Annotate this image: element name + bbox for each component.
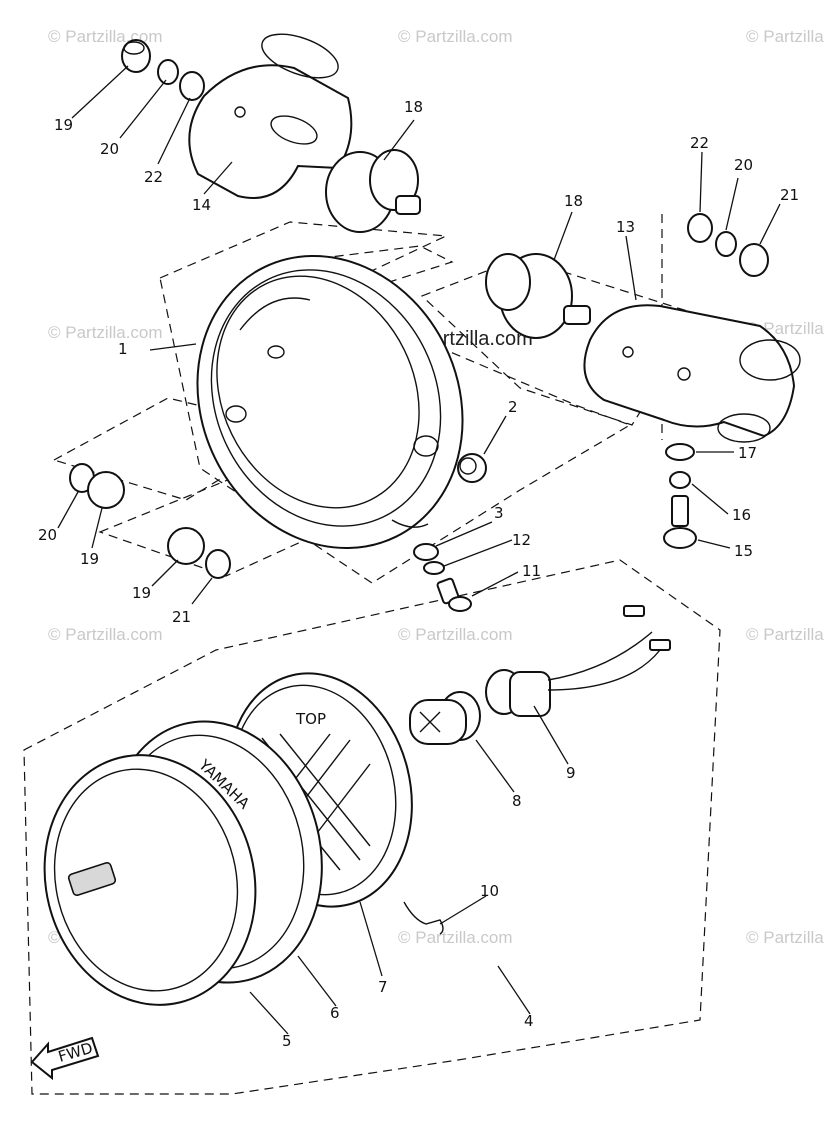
callout-2: 2 — [508, 398, 518, 416]
callout-18: 18 — [564, 192, 583, 210]
reflector-top-text: TOP — [295, 710, 326, 728]
fwd-arrow: FWD — [30, 1036, 100, 1081]
watermark: © Partzilla.com — [746, 27, 824, 46]
callout-6: 6 — [330, 1004, 340, 1022]
screw-assembly — [413, 543, 472, 612]
callout-1: 1 — [118, 340, 128, 358]
callout-3: 3 — [494, 504, 504, 522]
bracket-left — [188, 33, 353, 199]
callout-5: 5 — [282, 1032, 292, 1050]
spacer-part — [457, 453, 487, 483]
callout-20: 21 — [172, 608, 191, 626]
callout-15: 15 — [734, 542, 753, 560]
callout-17: 17 — [738, 444, 757, 462]
callout-8: 8 — [512, 792, 522, 810]
callout-18: 18 — [404, 98, 423, 116]
bracket-right — [583, 304, 801, 443]
cushion-top — [325, 149, 421, 233]
callout-7: 7 — [378, 978, 388, 996]
callout-11: 11 — [522, 562, 541, 580]
watermark: © Partzilla.com — [48, 323, 163, 342]
callout-14: 14 — [192, 196, 211, 214]
callout-19: 19 — [80, 550, 99, 568]
leader-lines — [57, 65, 781, 1035]
watermark: © Partzilla.com — [398, 27, 513, 46]
headlight-rim: YAMAHA — [43, 720, 323, 1006]
callout-20: 20 — [100, 140, 119, 158]
callout-20: 20 — [38, 526, 57, 544]
watermark: © Partzilla.com — [746, 625, 824, 644]
watermark: © Partzilla.com — [48, 625, 163, 644]
callout-22: 22 — [144, 168, 163, 186]
bulb-clip — [403, 901, 444, 935]
callout-21: 21 — [780, 186, 799, 204]
headlight-housing — [196, 254, 464, 550]
headlight-bulb — [409, 691, 481, 745]
callout-20: 20 — [734, 156, 753, 174]
watermark: © Partzilla.com — [398, 928, 513, 947]
watermark: © Partzilla.com — [746, 928, 824, 947]
spacer-set-left — [69, 463, 231, 579]
callout-13: 13 — [616, 218, 635, 236]
nut-washer-stack-right — [687, 213, 769, 277]
callout-labels: 19 20 22 14 18 22 20 21 18 13 1 2 3 12 1… — [38, 98, 799, 1050]
cushion-right — [485, 253, 591, 339]
callout-21: 19 — [54, 116, 73, 134]
callout-9: 9 — [566, 764, 576, 782]
callout-16: 16 — [732, 506, 751, 524]
callout-12: 12 — [512, 531, 531, 549]
callout-10: 10 — [480, 882, 499, 900]
callout-19: 19 — [132, 584, 151, 602]
callout-4: 4 — [524, 1012, 534, 1030]
callout-22: 22 — [690, 134, 709, 152]
bolt-stack-right — [663, 443, 697, 549]
bulb-socket — [485, 605, 671, 717]
watermark: © Partzilla.com — [398, 625, 513, 644]
nut-washer-stack-left — [121, 39, 205, 101]
